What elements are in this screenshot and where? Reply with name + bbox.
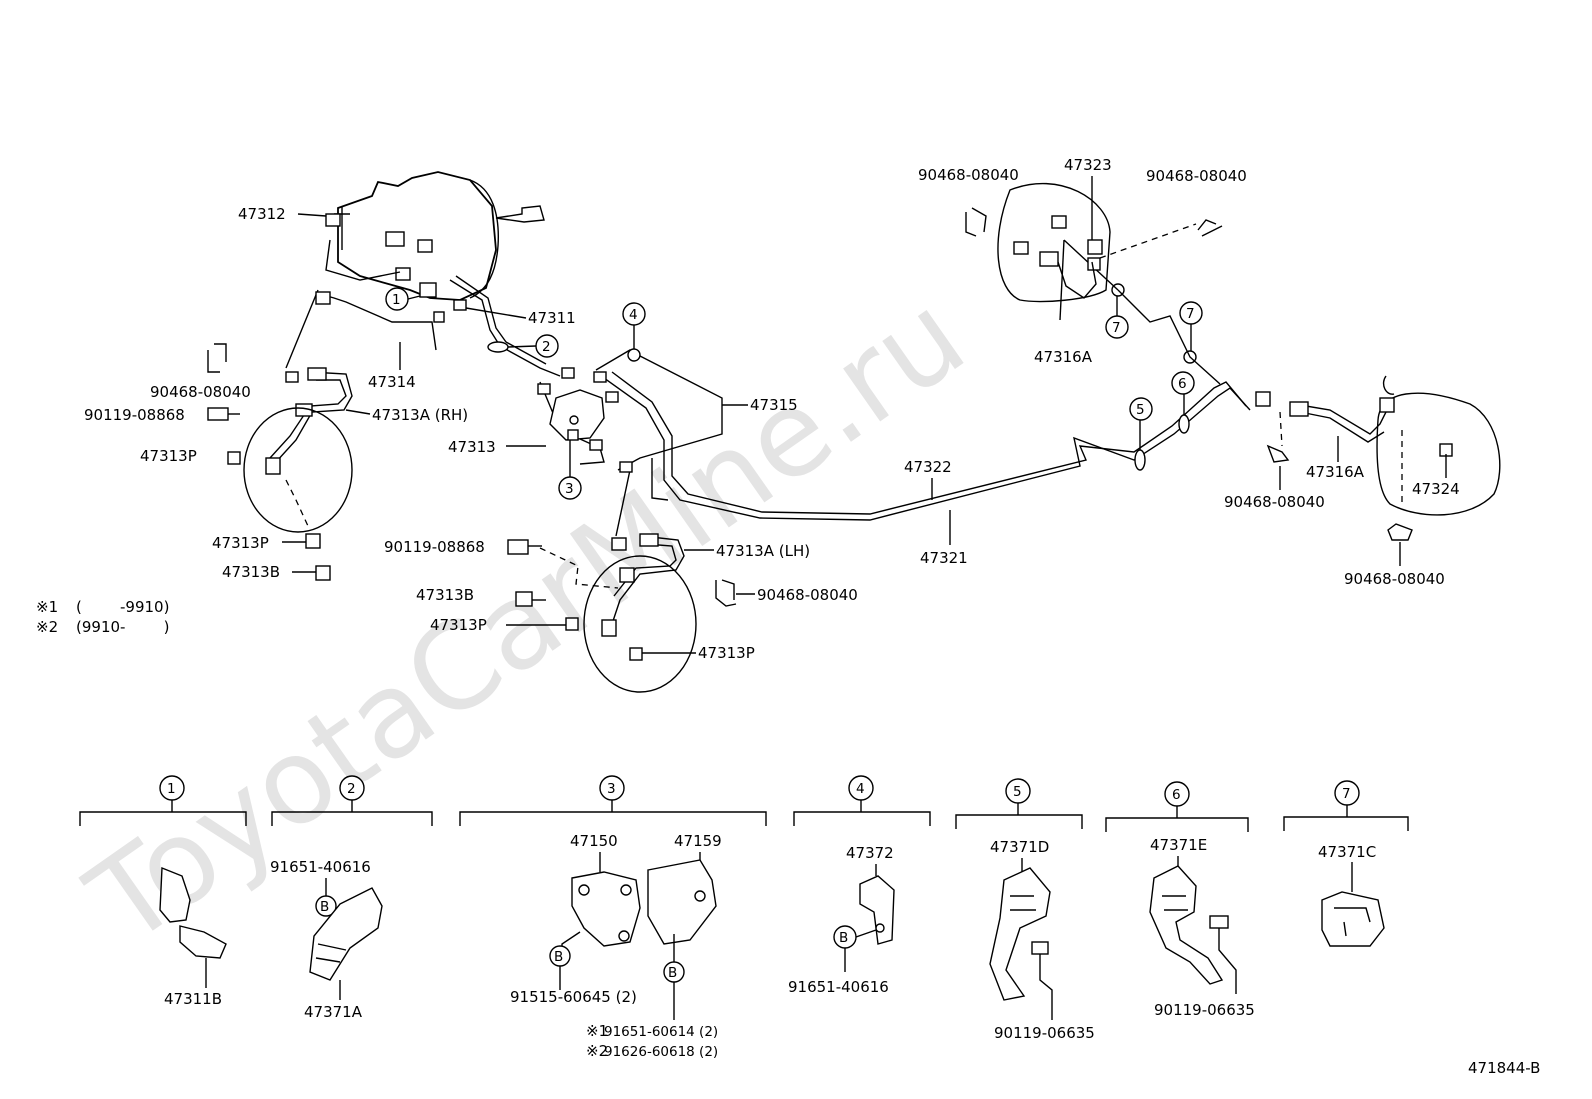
label-47316A-right: 47316A [1306,463,1365,481]
detail-7-part: 47371C [1318,843,1376,861]
label-47311: 47311 [528,309,576,327]
detail-5: 5 47371D 90119-06635 [955,778,1095,1042]
callout-6: 6 [1178,376,1187,392]
detail-5-number: 5 [1013,784,1022,800]
detail-3-part-a: 47150 [570,832,618,850]
callout-4: 4 [629,307,638,323]
label-90119-mid: 90119-08868 [384,538,485,556]
note-1-mark: ※1 [36,598,58,616]
label-47315: 47315 [750,396,798,414]
label-90468-top-left: 90468-08040 [918,166,1019,184]
label-47313P-2: 47313P [212,534,269,552]
detail-1-part: 47311B [164,990,222,1008]
label-47313B-2: 47313B [416,586,474,604]
callout-1: 1 [392,292,401,308]
brake-booster-assembly [325,171,545,323]
detail-3-bolt-letter-b: B [668,965,677,981]
label-47322: 47322 [904,458,952,476]
detail-6-number: 6 [1172,787,1181,803]
detail-3: 3 47150 47159 B 91515-60645 (2) B ※1 916… [459,775,767,1060]
detail-4-number: 4 [856,781,865,797]
label-47312: 47312 [238,205,286,223]
date-notes: ※1 ( -9910) ※2 (9910- ) [36,598,169,636]
label-47316A-top: 47316A [1034,348,1093,366]
label-90468-mid: 90468-08040 [757,586,858,604]
callout-2: 2 [542,339,551,355]
front-right-hose-caliper [207,291,353,581]
part-labels: 47312 47311 47314 90468-08040 90119-0886… [84,156,1460,662]
label-47313P-1: 47313P [140,447,197,465]
detail-2-part: 47371A [304,1003,363,1021]
note-2-text: (9910- ) [76,618,169,636]
detail-7: 7 47371C [1283,780,1409,947]
front-left-hose-caliper [507,533,737,693]
detail-7-number: 7 [1342,786,1351,802]
detail-3-bolt-b2: 91626-60618 (2) [604,1044,718,1060]
detail-panels: 1 47311B 2 91651-40616 B 47371A 3 4 7 1 [79,775,1409,1060]
detail-6-bolt: 90119-06635 [1154,1001,1255,1019]
callout-markers: 1 2 3 4 5 6 7 7 [385,287,1203,500]
detail-6-part: 47371E [1150,836,1207,854]
detail-4-bolt: 91651-40616 [788,978,889,996]
callout-7a: 7 [1112,320,1121,336]
rear-right-brake [965,182,1223,321]
label-90468-left: 90468-08040 [150,383,251,401]
detail-3-bolt-a: 91515-60645 (2) [510,988,637,1006]
callout-7b: 7 [1186,306,1195,322]
label-47313B-1: 47313B [222,563,280,581]
detail-5-bolt: 90119-06635 [994,1024,1095,1042]
label-90119-left: 90119-08868 [84,406,185,424]
label-47314: 47314 [368,373,416,391]
note-1-text: ( -9910) [76,598,169,616]
detail-1: 1 47311B [79,775,247,1008]
callout-3: 3 [565,481,574,497]
detail-3-bolt-b1: 91651-60614 (2) [604,1024,718,1040]
label-47313P-3: 47313P [430,616,487,634]
label-47313P-4: 47313P [698,644,755,662]
detail-3-bolt-b2-mark: ※2 [586,1042,608,1060]
detail-4: 4 47372 B 91651-40616 [788,775,931,996]
label-47313: 47313 [448,438,496,456]
detail-4-bolt-letter: B [839,930,848,946]
diagram-id: 471844-B [1468,1059,1540,1077]
detail-1-number: 1 [167,781,176,797]
detail-3-bolt-b1-mark: ※1 [586,1022,608,1040]
watermark: ToyotaCarMine.ru [64,267,988,972]
label-47323: 47323 [1064,156,1112,174]
note-2-mark: ※2 [36,618,58,636]
detail-3-part-b: 47159 [674,832,722,850]
detail-2-bolt: 91651-40616 [270,858,371,876]
rear-left-brake [1255,375,1501,541]
detail-2: 2 91651-40616 B 47371A [270,775,433,1021]
label-47324: 47324 [1412,480,1460,498]
label-47321: 47321 [920,549,968,567]
label-90468-right-bottom: 90468-08040 [1344,570,1445,588]
detail-2-bolt-letter: B [320,899,329,915]
callout-5: 5 [1136,402,1145,418]
detail-2-number: 2 [347,781,356,797]
detail-3-bolt-letter-a: B [554,949,563,965]
detail-3-number: 3 [607,781,616,797]
label-90468-top-right: 90468-08040 [1146,167,1247,185]
label-90468-right-mid: 90468-08040 [1224,493,1325,511]
label-47313A-lh: 47313A (LH) [716,542,810,560]
proportioning-valve [537,367,633,473]
detail-5-part: 47371D [990,838,1049,856]
front-brake-pipes [285,239,1251,537]
label-47313A-rh: 47313A (RH) [372,406,468,424]
detail-4-part: 47372 [846,844,894,862]
detail-6: 6 47371E 90119-06635 [1105,781,1255,1019]
